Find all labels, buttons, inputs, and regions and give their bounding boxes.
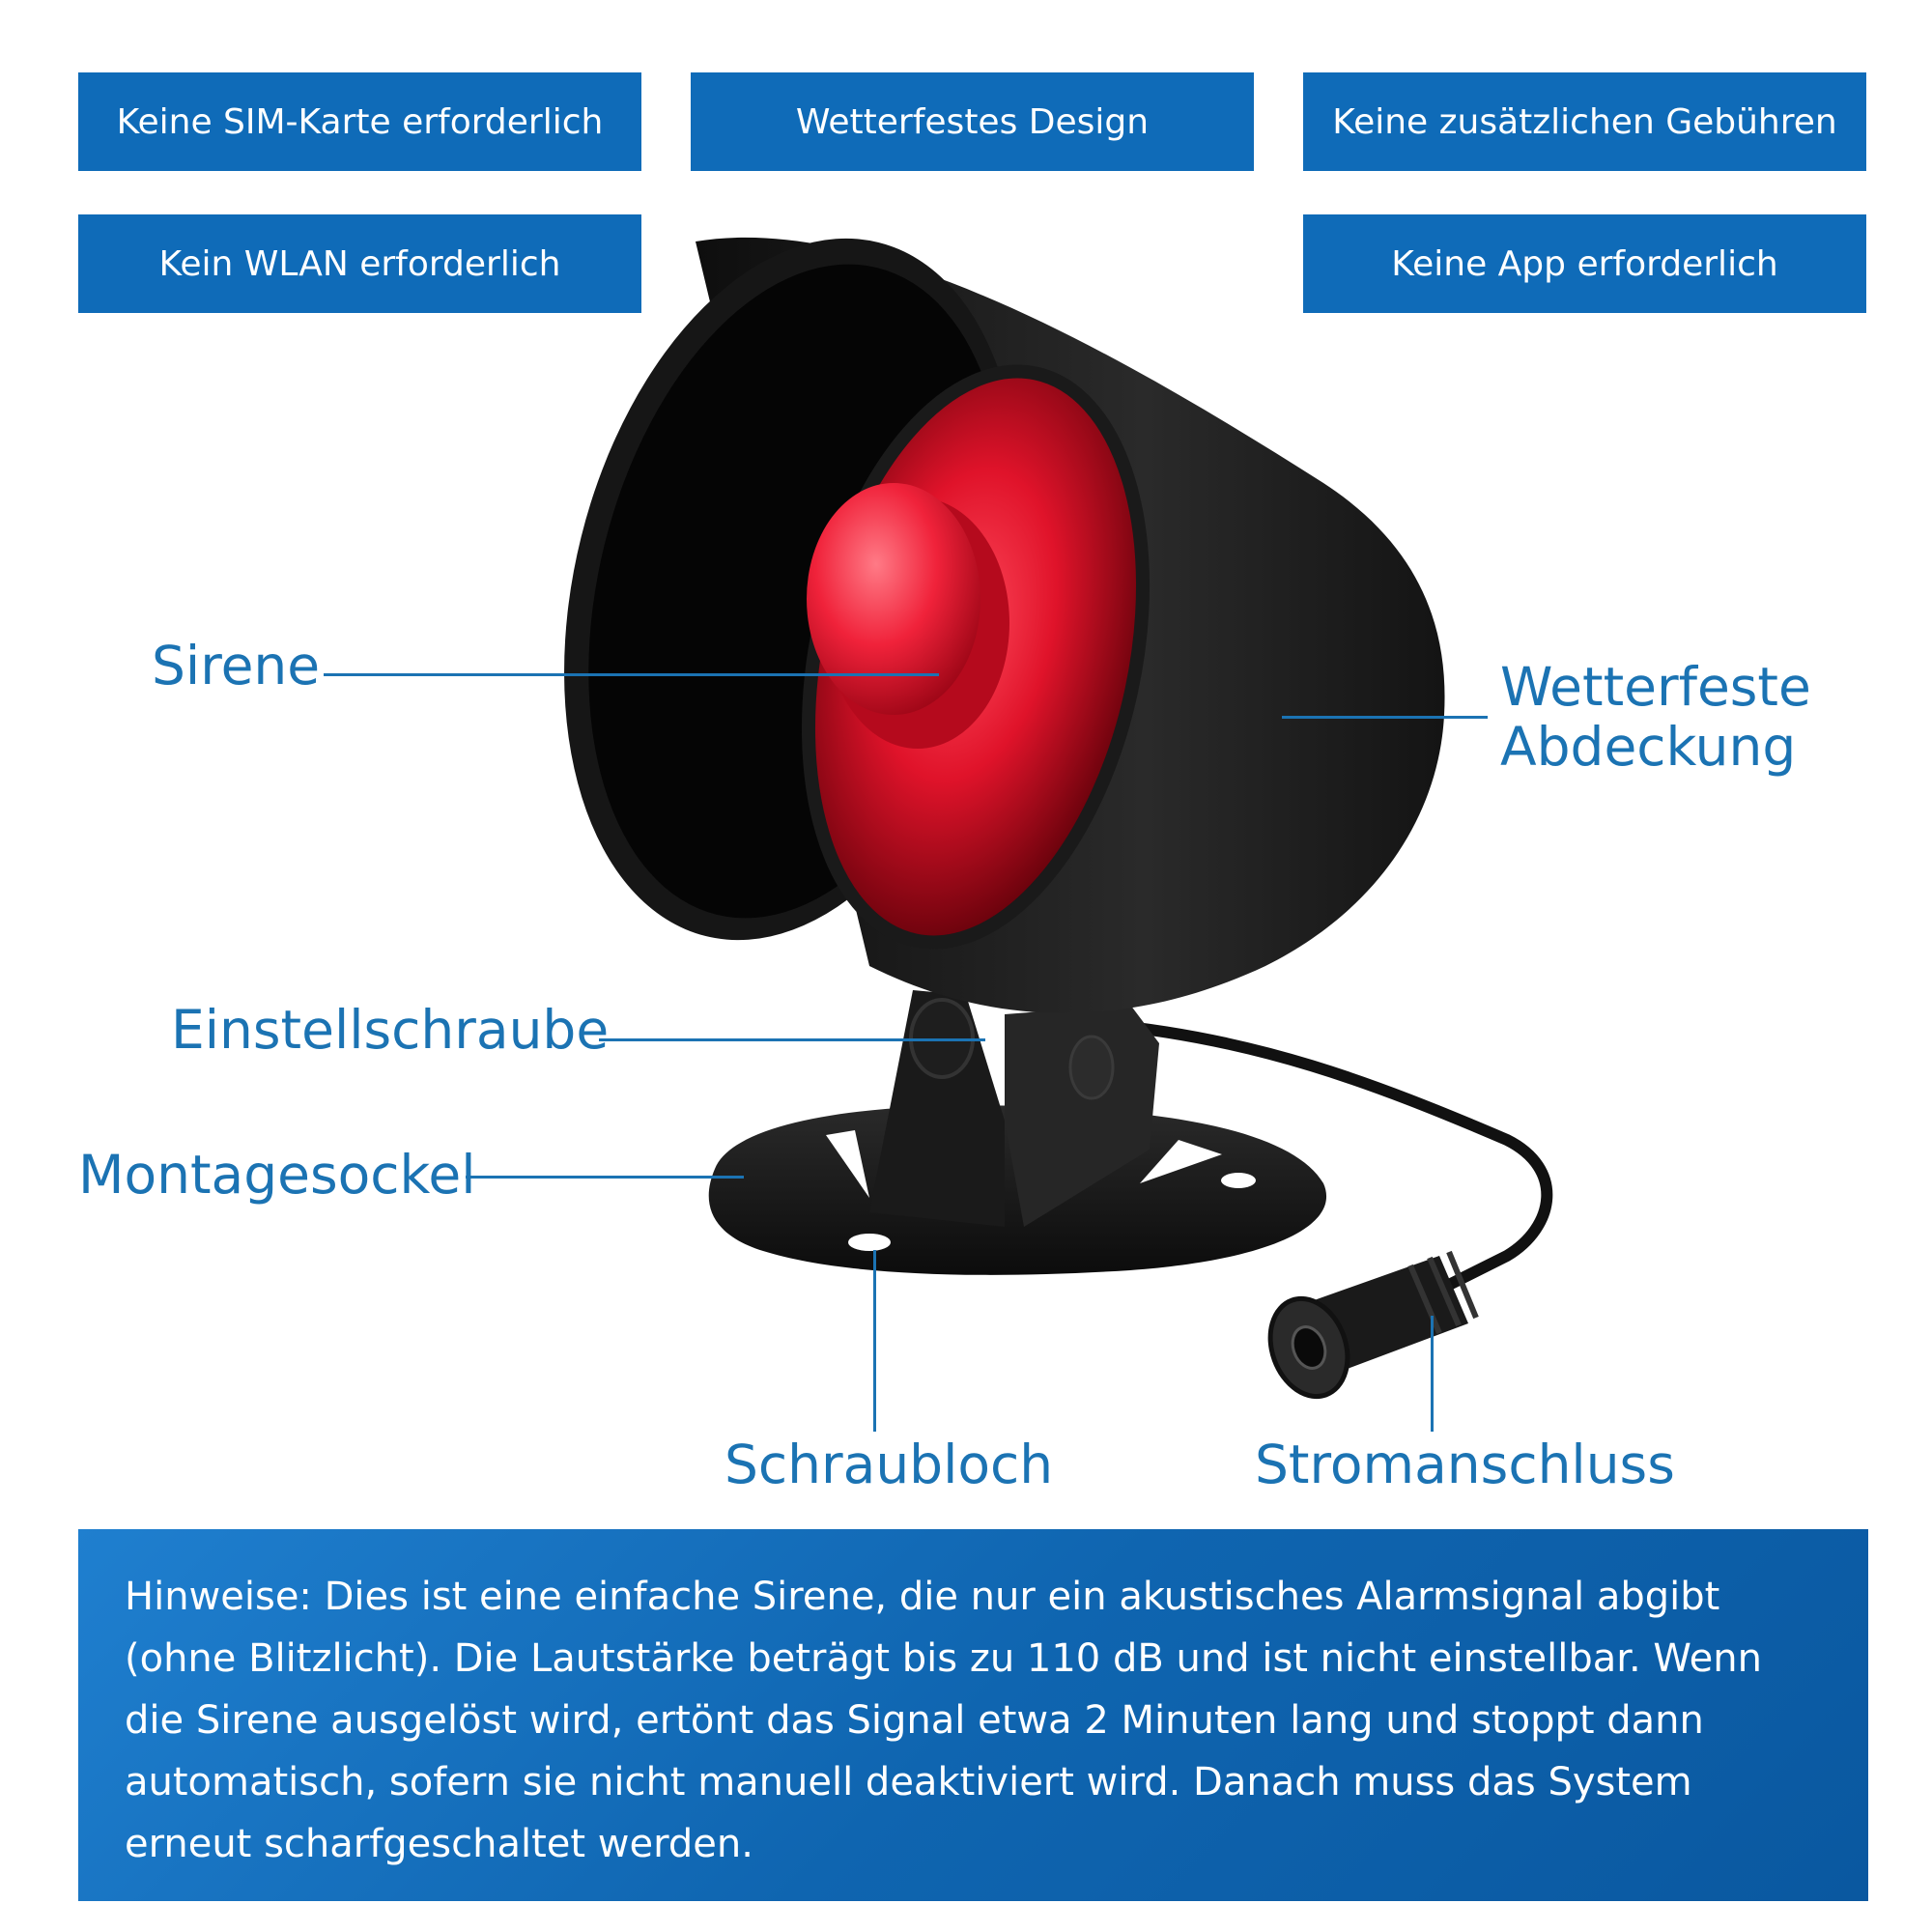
leader-line-adjust-screw — [599, 1038, 985, 1041]
mount-bracket-side — [1005, 1005, 1159, 1227]
badge-weatherproof-design-text: Wetterfestes Design — [795, 101, 1150, 142]
callout-mount-base: Montagesockel — [78, 1144, 476, 1206]
badge-no-extra-fees-text: Keine zusätzlichen Gebühren — [1332, 101, 1837, 142]
callout-weatherproof-cover-line1: Wetterfeste — [1500, 656, 1811, 718]
power-cable — [1095, 1018, 1553, 1320]
badge-no-app-text: Keine App erforderlich — [1391, 243, 1778, 284]
callout-weatherproof-cover-line2: Abdeckung — [1500, 716, 1797, 778]
badge-no-app: Keine App erforderlich — [1303, 214, 1866, 313]
badge-weatherproof-design: Wetterfestes Design — [691, 72, 1254, 171]
leader-line-screw-hole — [873, 1250, 876, 1432]
badge-no-sim-card: Keine SIM-Karte erforderlich — [78, 72, 641, 171]
notes-text: Hinweise: Dies ist eine einfache Sirene,… — [125, 1575, 1762, 1866]
leader-line-weatherproof-cover — [1282, 716, 1488, 719]
notes-box: Hinweise: Dies ist eine einfache Sirene,… — [78, 1529, 1868, 1901]
badge-no-wifi-text: Kein WLAN erforderlich — [158, 243, 561, 284]
base-screw-hole-right — [1221, 1173, 1256, 1188]
leader-line-siren — [324, 673, 939, 676]
leader-line-power-port — [1431, 1316, 1434, 1432]
badge-no-sim-card-text: Keine SIM-Karte erforderlich — [116, 101, 604, 142]
power-connector — [1267, 1250, 1479, 1400]
base-cutout-right — [1140, 1140, 1222, 1183]
base-cutout-left — [826, 1130, 869, 1198]
callout-screw-hole: Schraubloch — [724, 1434, 1054, 1495]
callout-siren: Sirene — [152, 635, 321, 696]
badge-no-extra-fees: Keine zusätzlichen Gebühren — [1303, 72, 1866, 171]
leader-line-mount-base — [466, 1176, 744, 1179]
callout-weatherproof-cover: Wetterfeste Abdeckung — [1500, 657, 1811, 777]
base-screw-hole-left — [848, 1234, 891, 1251]
callout-adjust-screw: Einstellschraube — [171, 999, 610, 1061]
adjust-screw-right — [1068, 1035, 1115, 1100]
siren-red-cap — [807, 483, 980, 715]
badge-no-wifi: Kein WLAN erforderlich — [78, 214, 641, 313]
callout-power-port: Stromanschluss — [1255, 1434, 1675, 1495]
